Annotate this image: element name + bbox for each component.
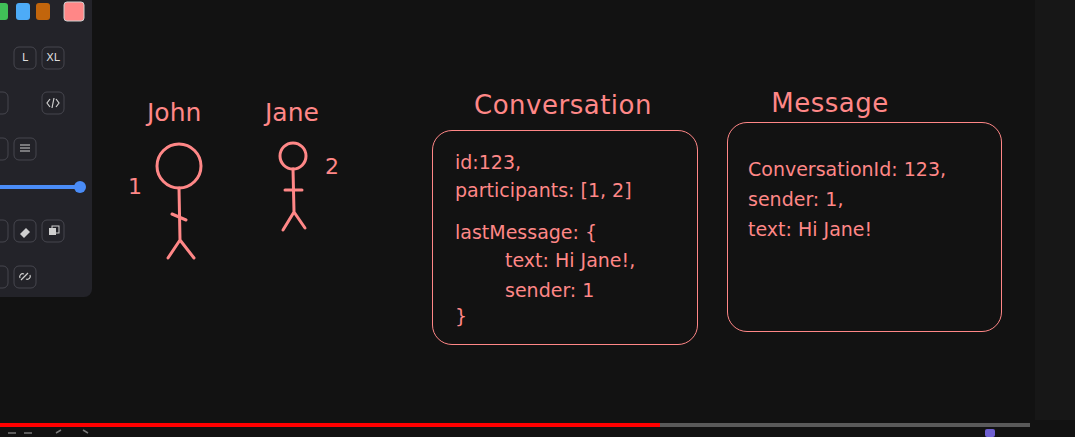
size-button-label: XL — [42, 47, 64, 69]
field-line: lastMessage: { — [455, 219, 597, 245]
field-line: sender: 1 — [505, 277, 594, 303]
size-button-label: L — [14, 47, 36, 69]
field-line: sender: 1, — [748, 186, 843, 212]
field-line: participants: [1, 2] — [455, 177, 632, 203]
person-name: John — [147, 98, 201, 127]
stick-figure-jane — [280, 143, 306, 230]
field-line: text: Hi Jane! — [748, 216, 872, 242]
field-line: id:123, — [455, 149, 521, 175]
person-name: Jane — [265, 98, 319, 127]
schema-box: Conversationid:123,participants: [1, 2]l… — [432, 130, 698, 345]
person-id: 1 — [128, 174, 142, 199]
toolbar-panel — [0, 0, 92, 297]
field-line: ConversationId: 123, — [748, 156, 946, 182]
field-line: } — [455, 303, 467, 329]
field-line: text: Hi Jane!, — [505, 247, 635, 273]
stick-figure-john — [157, 144, 201, 258]
box-heading: Message — [771, 87, 888, 119]
person-id: 2 — [325, 154, 339, 179]
box-heading: Conversation — [474, 89, 652, 121]
schema-box: MessageConversationId: 123,sender: 1,tex… — [727, 122, 1002, 332]
